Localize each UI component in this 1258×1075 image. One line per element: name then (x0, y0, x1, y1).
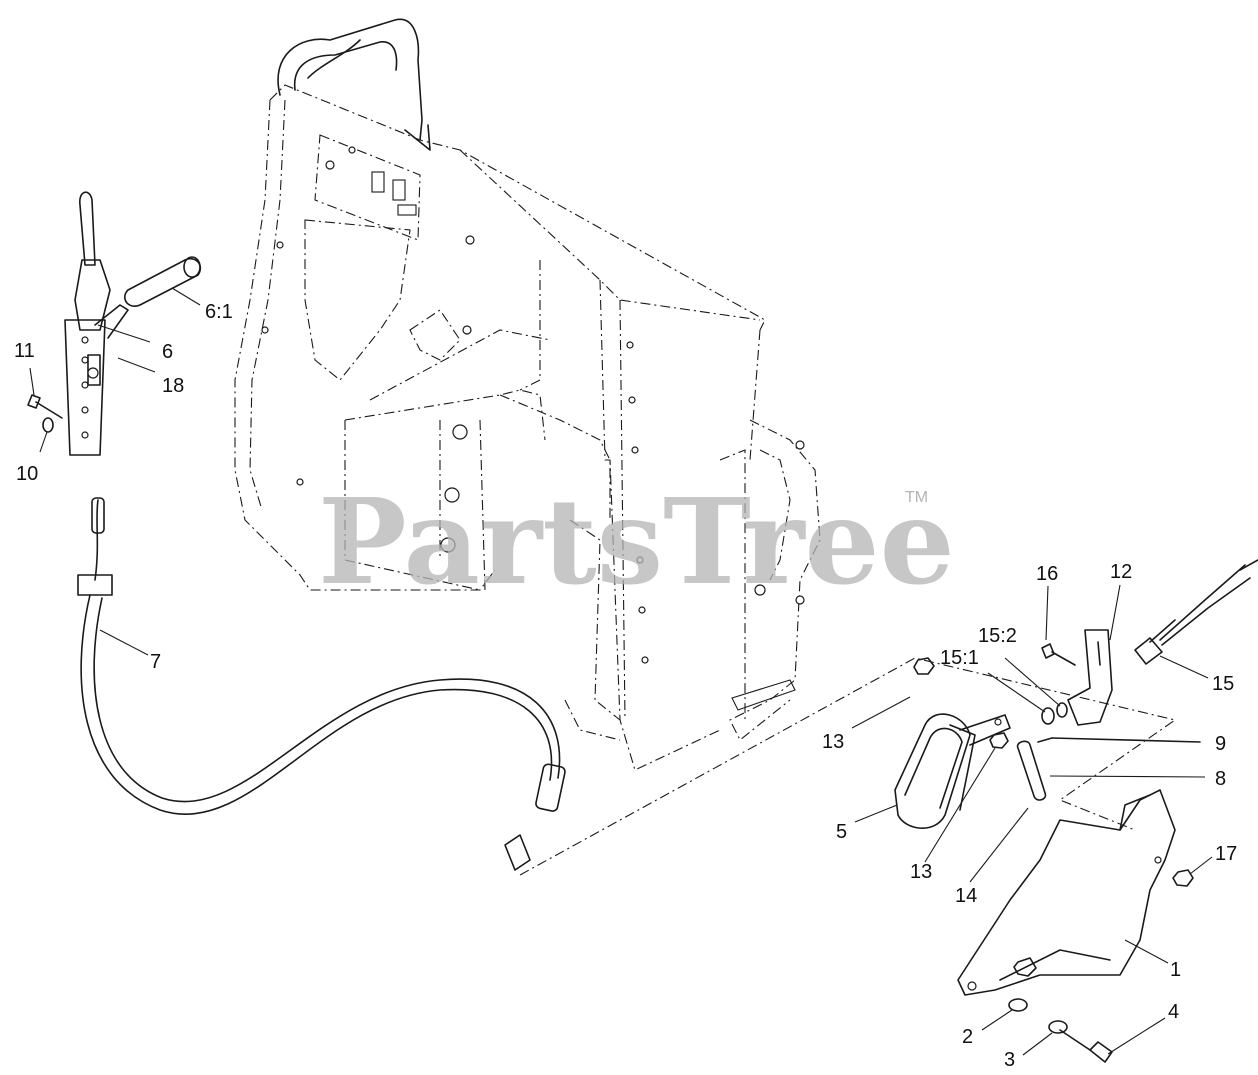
switch-assembly (894, 559, 1258, 1063)
callout-9: 9 (1215, 733, 1226, 755)
watermark-brand: PartsTree (318, 472, 955, 611)
callout-18: 18 (162, 375, 184, 397)
callout-15-2: 15:2 (978, 625, 1017, 647)
callout-6: 6 (162, 341, 173, 363)
watermark: PartsTree TM (318, 472, 955, 611)
callout-2: 2 (962, 1026, 973, 1048)
callout-8: 8 (1215, 768, 1226, 790)
callout-13a: 13 (822, 731, 844, 753)
callout-5: 5 (836, 821, 847, 843)
callout-4: 4 (1168, 1001, 1179, 1023)
frame-assembly (234, 18, 821, 771)
watermark-trademark: TM (905, 489, 928, 506)
leader-lines (29, 287, 1213, 1056)
callout-15: 15 (1212, 673, 1234, 695)
callout-15-1: 15:1 (940, 647, 979, 669)
ghost-line (519, 657, 1177, 876)
bolt-part (27, 394, 63, 433)
callout-17: 17 (1215, 843, 1237, 865)
callout-11: 11 (14, 340, 35, 362)
callout-7: 7 (150, 651, 161, 673)
callout-1: 1 (1170, 959, 1181, 981)
grip-part (124, 256, 202, 307)
callout-10: 10 (16, 463, 38, 485)
callout-12: 12 (1110, 561, 1132, 583)
callout-3: 3 (1004, 1049, 1015, 1071)
control-lever-assembly (64, 191, 129, 456)
callout-6-1: 6:1 (205, 301, 233, 323)
callouts: 6:1 6 18 11 10 7 16 12 15:2 15:1 15 13 9… (14, 301, 1237, 1071)
callout-14: 14 (955, 885, 977, 907)
cable-part (77, 497, 566, 871)
callout-16: 16 (1036, 563, 1058, 585)
callout-13b: 13 (910, 861, 932, 883)
